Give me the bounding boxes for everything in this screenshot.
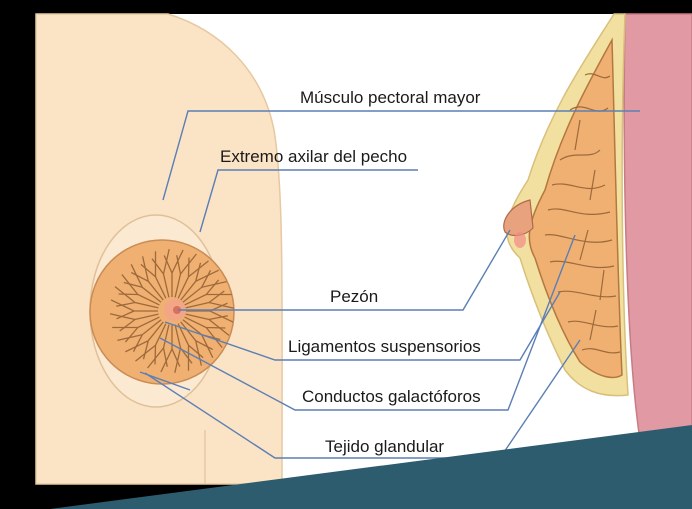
label-ligaments: Ligamentos suspensorios [288,337,481,356]
label-ducts: Conductos galactóforos [302,387,481,406]
label-axillary: Extremo axilar del pecho [220,147,407,166]
label-nipple: Pezón [330,287,378,306]
areola-side [514,232,526,248]
label-glandular: Tejido glandular [325,437,444,456]
pectoral-muscle [624,14,692,440]
label-pectoral: Músculo pectoral mayor [300,88,481,107]
